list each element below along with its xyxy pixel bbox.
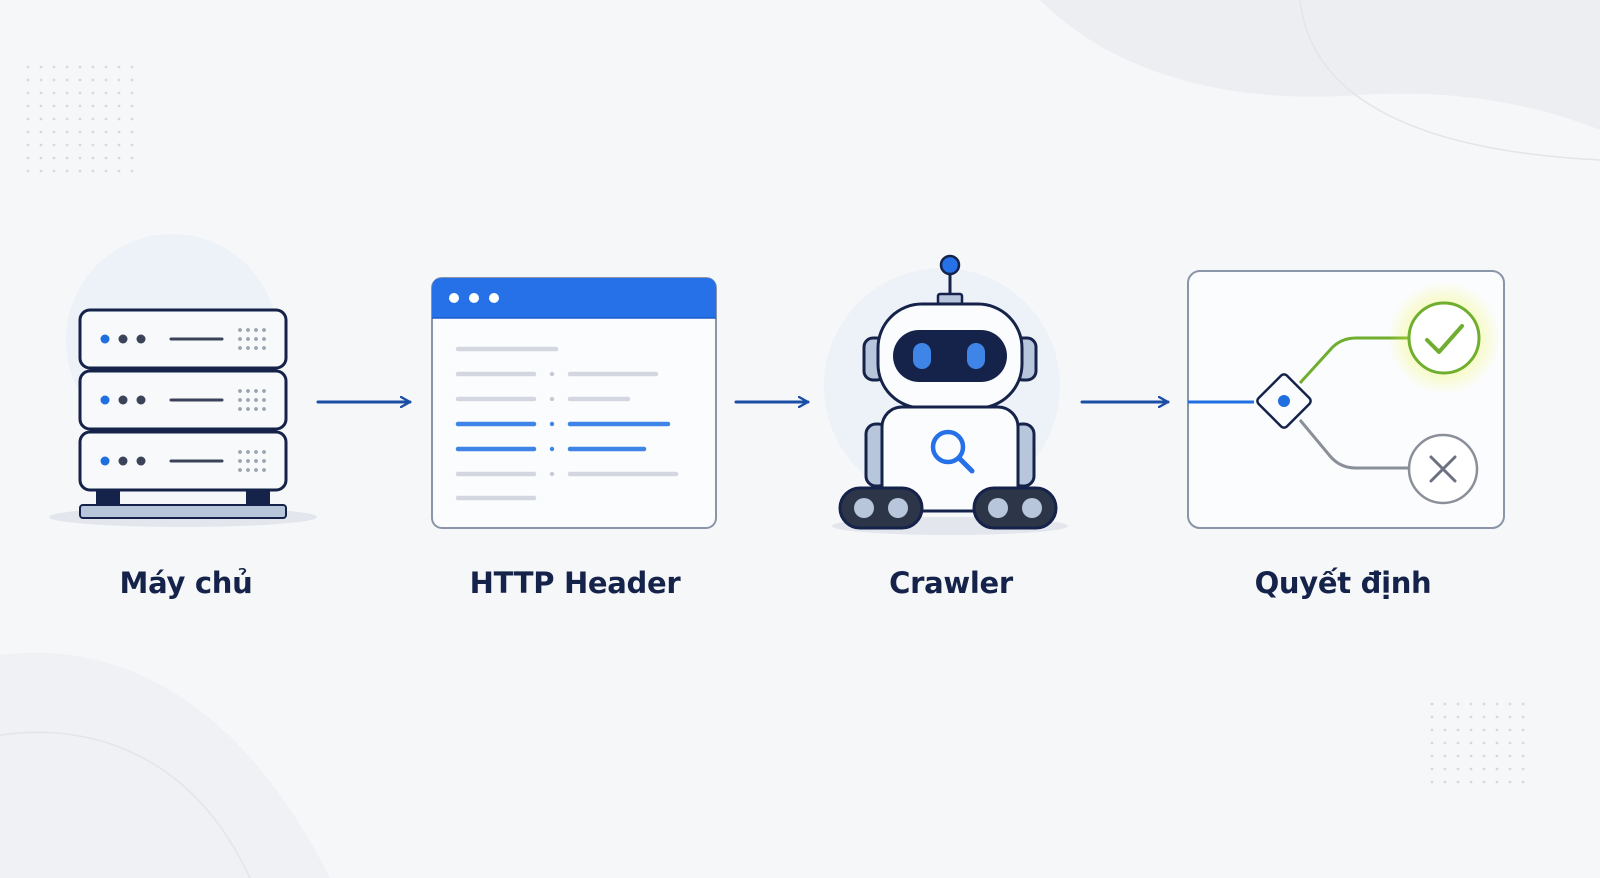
step-label-http-header: HTTP Header — [469, 566, 681, 600]
robot-crawler-icon — [824, 254, 1068, 535]
step-label-server: Máy chủ — [119, 566, 253, 600]
server-rack-icon — [49, 234, 317, 527]
x-icon — [1407, 433, 1479, 505]
check-icon — [1388, 282, 1500, 394]
dot-grid-bottom-right — [1428, 694, 1528, 784]
step-label-decision: Quyết định — [1254, 566, 1432, 600]
dot-grid-top-left — [20, 62, 142, 182]
browser-window-icon — [431, 277, 717, 529]
step-label-crawler: Crawler — [889, 566, 1013, 600]
